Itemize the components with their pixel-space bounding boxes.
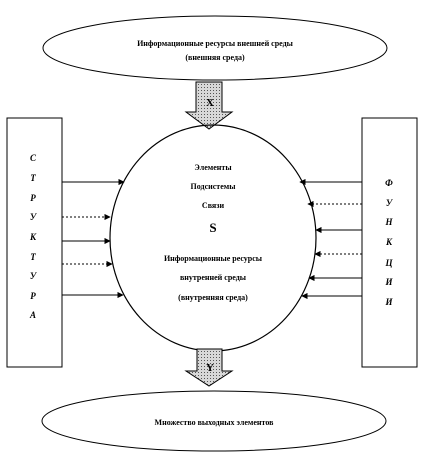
system-symbol-s: S [209,220,216,235]
output-set-ellipse: Множество выходных элементов [41,390,387,452]
system-elements-label: Элементы [194,163,232,172]
functions-letter: Ц [384,258,393,268]
external-environment-subtitle: (внешняя среда) [185,53,245,62]
system-internal-env-label: внутренней среды [180,273,247,282]
functions-arrows [299,178,362,300]
functions-letter: И [384,277,393,287]
structure-letter: С [30,153,37,163]
system-circle: Элементы Подсистемы Связи S Информационн… [109,124,317,352]
structure-letter: К [29,232,37,242]
input-arrow-x: X [184,81,234,130]
functions-letter: У [386,198,394,208]
system-links-label: Связи [202,201,225,210]
output-arrow-y: Y [184,348,234,387]
structure-letter: А [29,310,36,320]
structure-letter: Р [30,193,36,203]
structure-letter: У [30,212,38,222]
structure-letter: Т [30,252,36,262]
structure-letter: У [30,271,38,281]
external-environment-title: Информационные ресурсы внешней среды [137,39,294,48]
structure-box: С Т Р У К Т У Р А [6,117,63,368]
functions-letter: Ф [385,178,393,188]
output-label-y: Y [206,362,214,374]
functions-letter: И [384,297,393,307]
output-set-label: Множество выходных элементов [155,418,275,427]
input-label-x: X [206,97,214,109]
system-internal-env-subtitle: (внутренняя среда) [178,293,248,302]
structure-letter: Т [30,173,36,183]
system-subsystems-label: Подсистемы [191,182,237,191]
functions-box: Ф У Н К Ц И И [361,117,418,368]
system-internal-resources-label: Информационные ресурсы [164,254,263,263]
structure-arrows [62,178,125,299]
external-environment-ellipse: Информационные ресурсы внешней среды (вн… [42,15,388,81]
structure-letter: Р [30,291,36,301]
functions-letter: Н [384,217,393,227]
functions-letter: К [385,237,393,247]
